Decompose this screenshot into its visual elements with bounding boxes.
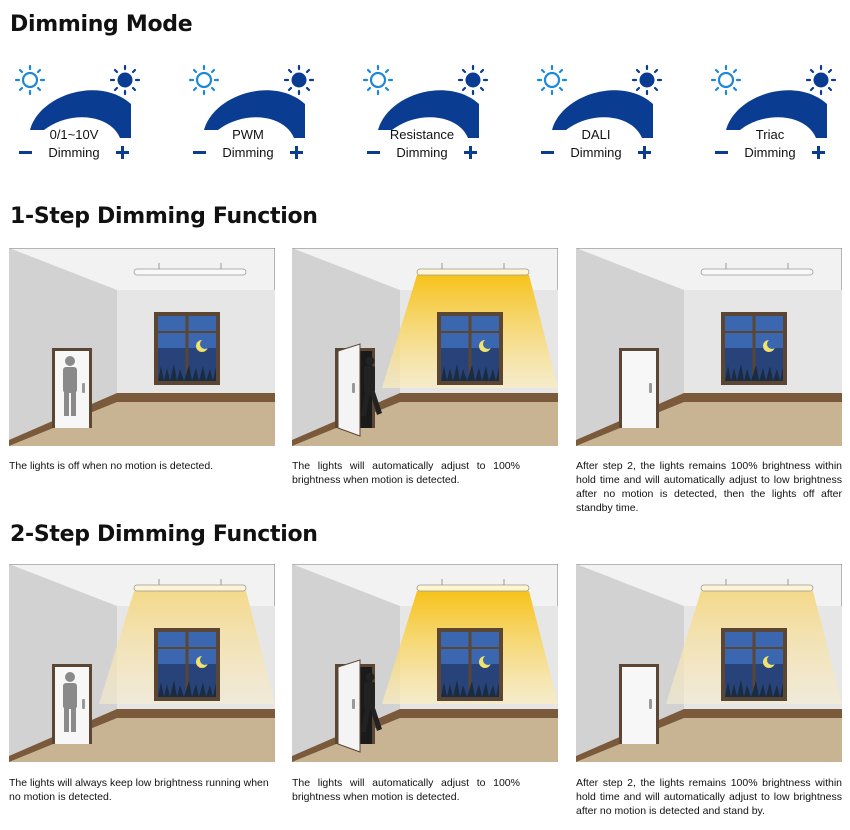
dimming-mode-title: Dimming Mode: [10, 12, 193, 37]
minus-icon: [193, 151, 206, 154]
mode-label: 0/1~10V: [49, 127, 99, 142]
mode-triac: Triac Dimming: [706, 64, 838, 164]
door: [619, 348, 659, 428]
mode-pwm: PWM Dimming: [184, 64, 316, 164]
window: [154, 312, 220, 385]
minus-icon: [19, 151, 32, 154]
plus-icon: [464, 146, 477, 159]
sun-outline-icon: [710, 64, 742, 96]
ceiling-light: [700, 579, 814, 592]
mode-graphic: [710, 64, 837, 159]
sun-filled-icon: [283, 64, 315, 96]
mode-resistance: Resistance Dimming: [358, 64, 490, 164]
scene-lights-off: [9, 248, 275, 446]
plus-icon: [116, 146, 129, 159]
sun-outline-icon: [188, 64, 220, 96]
sun-outline-icon: [14, 64, 46, 96]
one-step-title: 1-Step Dimming Function: [10, 204, 318, 229]
mode-graphic: [362, 64, 489, 159]
ceiling-light: [700, 263, 814, 276]
mode-label: Triac: [755, 127, 785, 142]
person-silhouette: [63, 356, 77, 416]
dimming-arc: [726, 90, 827, 138]
sun-filled-icon: [109, 64, 141, 96]
two-step-title: 2-Step Dimming Function: [10, 522, 318, 547]
mode-label: Resistance: [389, 127, 455, 142]
window: [437, 312, 503, 385]
minus-icon: [367, 151, 380, 154]
mode-graphic: [188, 64, 315, 159]
mode-label: DALI: [581, 127, 611, 142]
door: [619, 664, 659, 744]
window: [721, 628, 787, 701]
scene-full-brightness-2: [292, 564, 558, 762]
plus-icon: [638, 146, 651, 159]
minus-icon: [715, 151, 728, 154]
scene-standby-off: [576, 248, 842, 446]
sun-outline-icon: [362, 64, 394, 96]
caption-1-1: The lights is off when no motion is dete…: [9, 460, 214, 472]
window: [437, 628, 503, 701]
dimming-arc: [30, 90, 131, 138]
dimming-arc: [204, 90, 305, 138]
mode-0-10v: 0/1~10V Dimming: [10, 64, 142, 164]
mode-graphic: [536, 64, 663, 159]
caption-1-2: The lights will automatically adjust to …: [292, 460, 520, 486]
mode-dali: DALI Dimming: [532, 64, 664, 164]
minus-icon: [541, 151, 554, 154]
mode-graphic: [14, 64, 141, 159]
plus-icon: [290, 146, 303, 159]
sun-outline-icon: [536, 64, 568, 96]
mode-sub: Dimming: [222, 145, 274, 160]
plus-icon: [812, 146, 825, 159]
scene-low-brightness: [9, 564, 275, 762]
caption-1-3: After step 2, the lights remains 100% br…: [576, 460, 842, 514]
caption-2-1: The lights will always keep low brightne…: [9, 777, 269, 803]
window: [721, 312, 787, 385]
sun-filled-icon: [631, 64, 663, 96]
mode-label: PWM: [232, 127, 264, 142]
ceiling-light: [416, 579, 530, 592]
ceiling-light: [133, 263, 247, 276]
scene-low-standby: [576, 564, 842, 762]
sun-filled-icon: [457, 64, 489, 96]
ceiling-light: [133, 579, 247, 592]
scene-full-brightness: [292, 248, 558, 446]
door-open: [335, 659, 375, 753]
person-walking: [361, 672, 382, 732]
mode-sub: Dimming: [570, 145, 622, 160]
sun-filled-icon: [805, 64, 837, 96]
caption-2-2: The lights will automatically adjust to …: [292, 777, 520, 803]
person-walking: [361, 356, 382, 416]
mode-sub: Dimming: [48, 145, 100, 160]
mode-sub: Dimming: [396, 145, 448, 160]
dimming-arc: [378, 90, 479, 138]
window: [154, 628, 220, 701]
dimming-arc: [552, 90, 653, 138]
person-silhouette: [63, 672, 77, 732]
caption-2-3: After step 2, the lights remains 100% br…: [576, 777, 842, 817]
ceiling-light: [416, 263, 530, 276]
mode-sub: Dimming: [744, 145, 796, 160]
